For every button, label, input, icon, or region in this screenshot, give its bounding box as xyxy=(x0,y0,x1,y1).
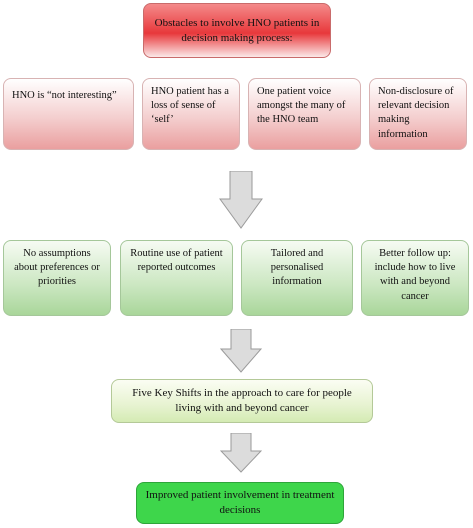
solution-box-2: Routine use of patient reported outcomes xyxy=(120,240,233,316)
solution-box-3: Tailored and personalised information xyxy=(241,240,353,316)
solution-text: No assumptions about preferences or prio… xyxy=(14,248,100,288)
solution-box-1: No assumptions about preferences or prio… xyxy=(3,240,111,316)
solution-box-4: Better follow up: include how to live wi… xyxy=(361,240,469,316)
obstacle-text: One patient voice amongst the many of th… xyxy=(257,86,346,126)
obstacle-box-1: HNO is “not interesting” xyxy=(3,78,134,150)
down-arrow-icon xyxy=(220,329,262,373)
outcome-text: Improved patient involvement in treatmen… xyxy=(145,489,335,516)
obstacle-box-3: One patient voice amongst the many of th… xyxy=(248,78,361,150)
obstacle-box-2: HNO patient has a loss of sense of ‘self… xyxy=(142,78,240,150)
solution-text: Better follow up: include how to live wi… xyxy=(374,248,456,302)
obstacle-text: Non-disclosure of relevant decision maki… xyxy=(378,86,454,140)
solution-text: Routine use of patient reported outcomes xyxy=(130,248,223,274)
down-arrow-icon xyxy=(220,433,262,473)
obstacle-text: HNO patient has a loss of sense of ‘self… xyxy=(151,86,229,126)
key-shifts-box: Five Key Shifts in the approach to care … xyxy=(111,379,373,423)
title-box: Obstacles to involve HNO patients in dec… xyxy=(143,3,331,58)
down-arrow-icon xyxy=(219,171,263,229)
obstacle-text: HNO is “not interesting” xyxy=(12,90,117,101)
outcome-box: Improved patient involvement in treatmen… xyxy=(136,482,344,524)
title-text: Obstacles to involve HNO patients in dec… xyxy=(154,16,320,44)
solution-text: Tailored and personalised information xyxy=(270,248,324,288)
obstacle-box-4: Non-disclosure of relevant decision maki… xyxy=(369,78,467,150)
key-shifts-text: Five Key Shifts in the approach to care … xyxy=(132,387,352,414)
